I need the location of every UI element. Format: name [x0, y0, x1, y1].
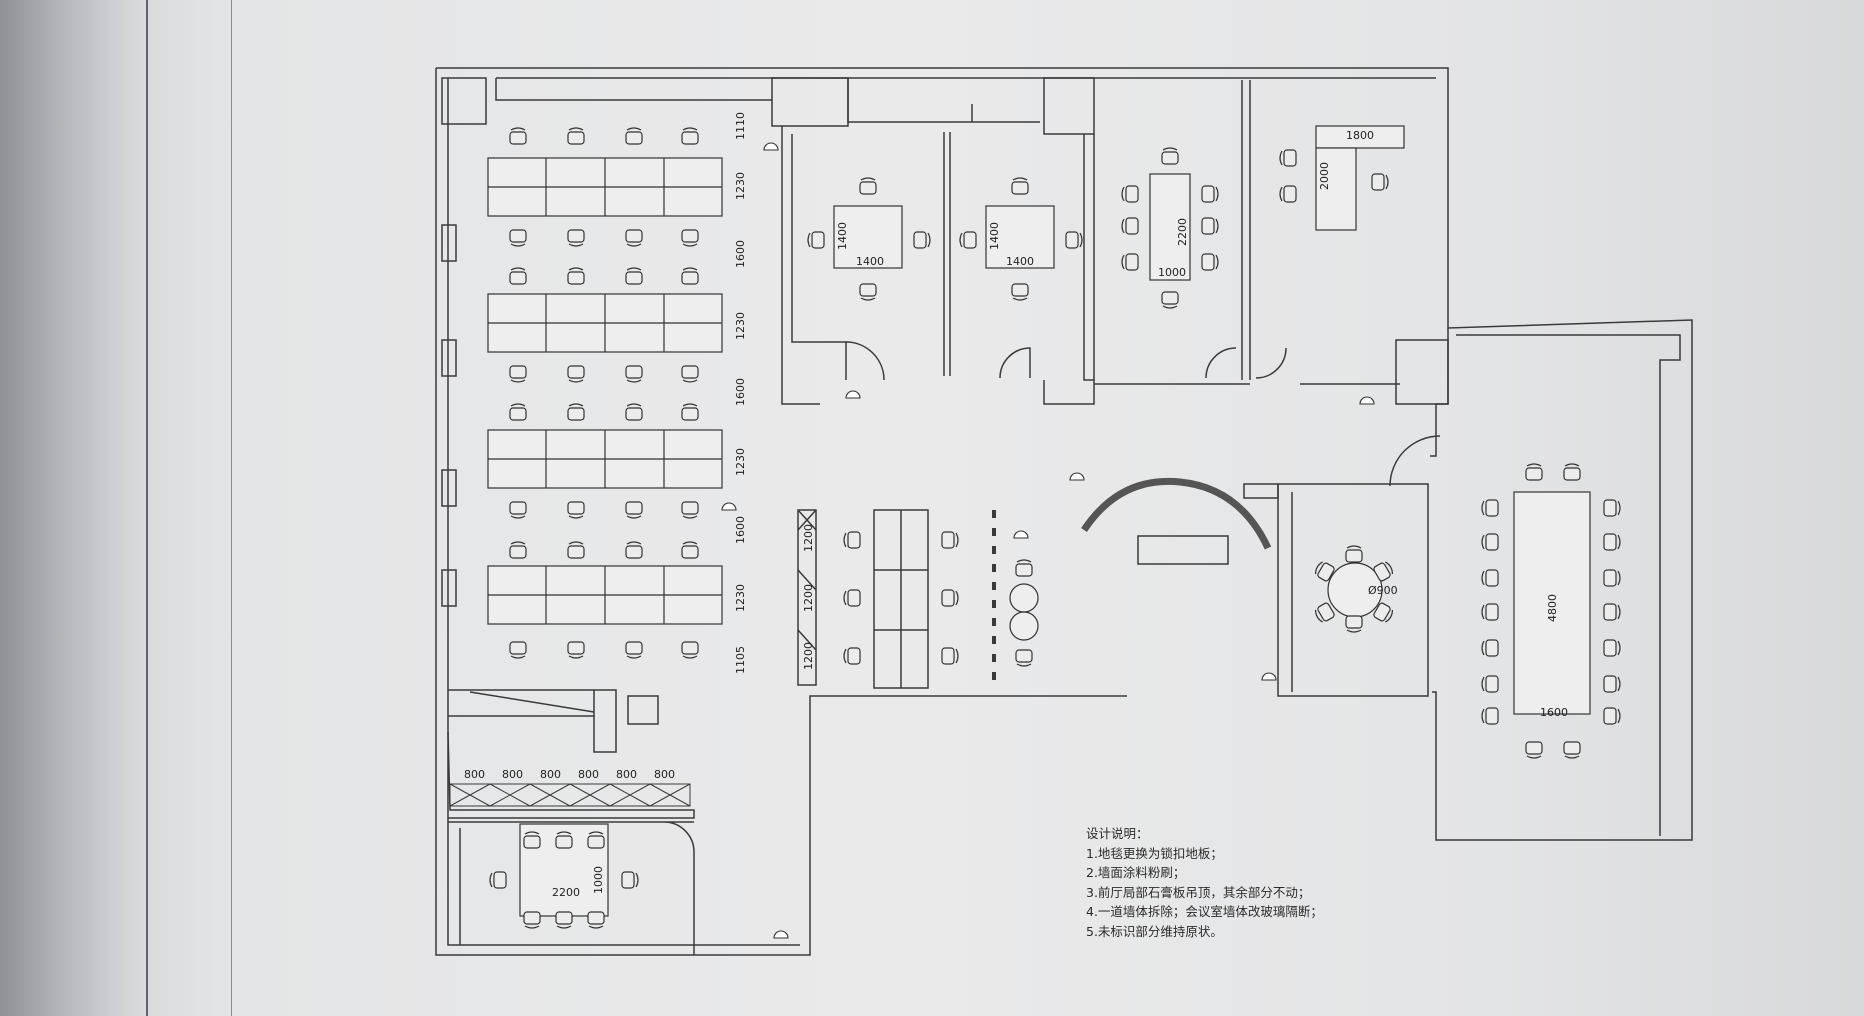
- dim-room-a-w: 1400: [856, 255, 884, 268]
- dim-storage-5: 800: [616, 768, 637, 781]
- design-note-item-2: 2.墙面涂料粉刷；: [1086, 865, 1186, 880]
- dim-office-row-1: 1110: [734, 112, 747, 140]
- design-note-item-4: 4.一道墙体拆除；会议室墙体改玻璃隔断；: [1086, 904, 1323, 919]
- design-notes-title: 设计说明：: [1086, 826, 1149, 841]
- dim-partition-1: 1200: [802, 524, 815, 552]
- dim-office-row-8: 1230: [734, 584, 747, 612]
- dim-office-row-4: 1230: [734, 312, 747, 340]
- dim-conf-small-w: 1000: [1158, 266, 1186, 279]
- paper-edge-inner: [231, 0, 232, 1016]
- paper-edge-left: [146, 0, 148, 1016]
- dim-office-row-7: 1600: [734, 516, 747, 544]
- dim-room-b-h: 1400: [988, 222, 1001, 250]
- dim-manager-w: 1800: [1346, 129, 1374, 142]
- dim-storage-1: 800: [464, 768, 485, 781]
- design-note-item-5: 5.未标识部分维持原状。: [1086, 923, 1223, 939]
- dim-round-table: Ø900: [1368, 584, 1398, 597]
- dim-office-row-2: 1230: [734, 172, 747, 200]
- dim-office-row-9: 1105: [734, 646, 747, 674]
- dim-partition-2: 1200: [802, 584, 815, 612]
- dim-room-c-w: 1000: [592, 866, 605, 894]
- dim-manager-d: 2000: [1318, 162, 1331, 190]
- dim-office-row-6: 1230: [734, 448, 747, 476]
- dim-office-row-3: 1600: [734, 240, 747, 268]
- dim-conf-large-len: 4800: [1546, 594, 1559, 622]
- dim-partition-3: 1200: [802, 642, 815, 670]
- dim-conf-large-w: 1600: [1540, 706, 1568, 719]
- dim-room-a-h: 1400: [836, 222, 849, 250]
- dim-conf-small-len: 2200: [1176, 218, 1189, 246]
- dim-storage-2: 800: [502, 768, 523, 781]
- design-notes: 设计说明： 1.地毯更换为锁扣地板； 2.墙面涂料粉刷； 3.前厅局部石膏板吊顶…: [1086, 824, 1346, 941]
- dim-storage-4: 800: [578, 768, 599, 781]
- dim-room-b-w: 1400: [1006, 255, 1034, 268]
- design-note-item-1: 1.地毯更换为锁扣地板；: [1086, 845, 1223, 861]
- dim-storage-6: 800: [654, 768, 675, 781]
- design-note-item-3: 3.前厅局部石膏板吊顶，其余部分不动；: [1086, 884, 1311, 900]
- dim-room-c-len: 2200: [552, 886, 580, 899]
- dim-office-row-5: 1600: [734, 378, 747, 406]
- dim-storage-3: 800: [540, 768, 561, 781]
